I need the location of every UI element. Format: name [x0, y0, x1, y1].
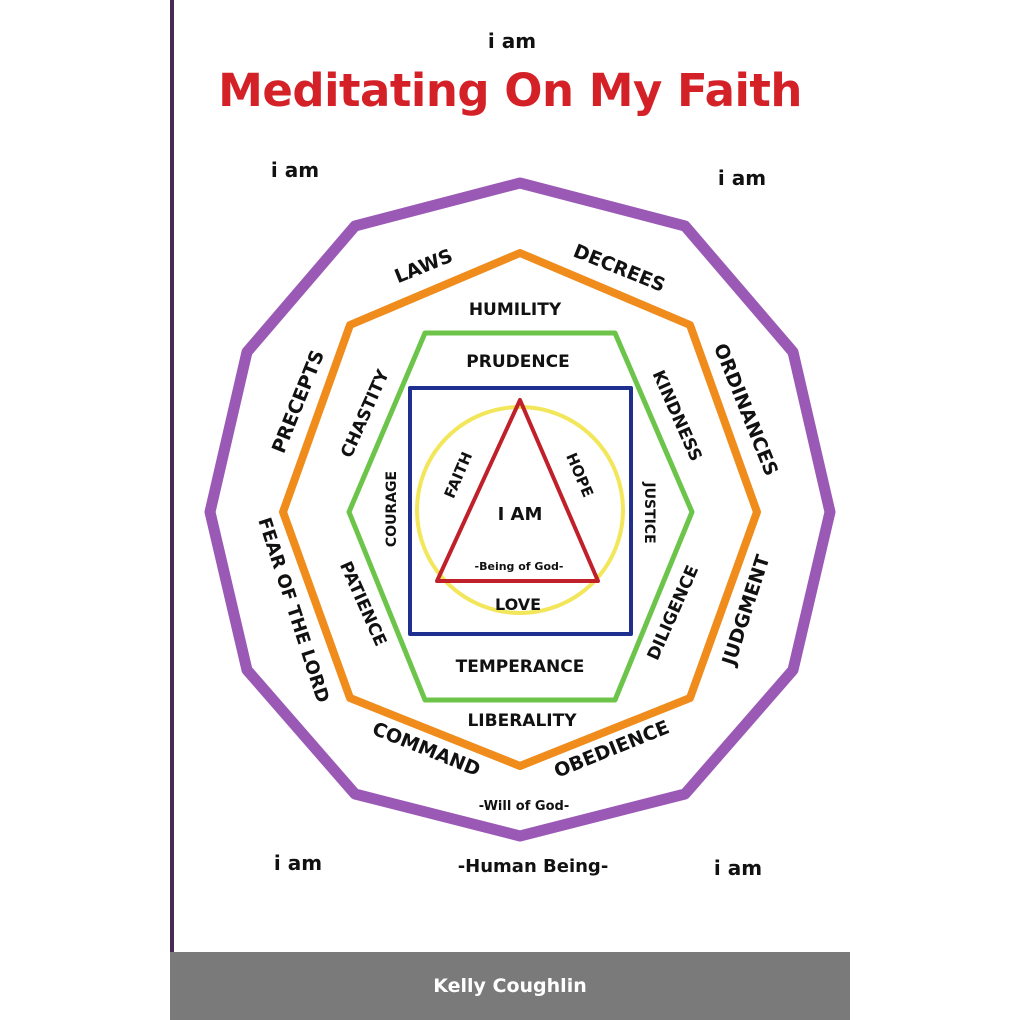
author-name: Kelly Coughlin	[433, 975, 587, 997]
author-bar: Kelly Coughlin	[170, 952, 850, 1020]
triangle-center-word: I AM	[498, 504, 543, 525]
triangle-left-word: FAITH	[441, 449, 477, 501]
inner-word: PRUDENCE	[466, 352, 569, 372]
triangle-bottom-word: LOVE	[495, 595, 541, 614]
human-being-label: -Human Being-	[458, 856, 609, 877]
middle-word: HUMILITY	[469, 300, 562, 320]
red-triangle	[435, 398, 600, 583]
middle-word: LIBERALITY	[467, 711, 577, 731]
will-of-god-label: -Will of God-	[479, 799, 569, 814]
cover-spine-line	[170, 0, 174, 952]
outer-word: JUDGMENT	[718, 552, 775, 670]
orange-octagon	[279, 249, 761, 770]
iam-upper-right: i am	[718, 166, 766, 190]
inner-word: JUSTICE	[641, 481, 657, 543]
iam-lower-left: i am	[274, 851, 322, 875]
middle-word: CHASTITY	[337, 366, 394, 461]
outer-word: DECREES	[570, 240, 668, 297]
triangle-right-word: HOPE	[562, 450, 597, 500]
inner-word: TEMPERANCE	[456, 657, 585, 677]
blue-square	[408, 386, 633, 636]
iam-top: i am	[488, 29, 536, 53]
iam-upper-left: i am	[271, 158, 319, 182]
iam-lower-right: i am	[714, 856, 762, 880]
yellow-circle	[415, 405, 625, 615]
inner-word: COURAGE	[384, 471, 400, 547]
cover-title: Meditating On My Faith	[218, 64, 802, 117]
middle-word: PATIENCE	[335, 559, 390, 650]
outer-purple-dodecagon	[204, 177, 836, 842]
triangle-sub-label: -Being of God-	[475, 560, 564, 573]
green-hexagon	[346, 330, 695, 703]
middle-word: KINDNESS	[648, 367, 706, 464]
